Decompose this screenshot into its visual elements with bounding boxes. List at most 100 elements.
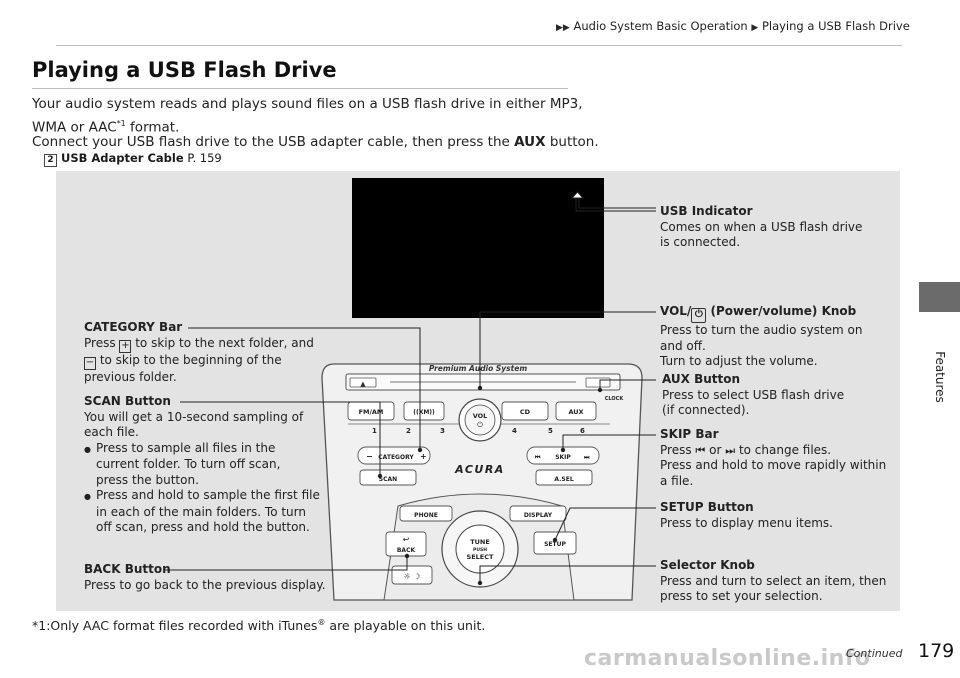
intro-line-2-tail: format.: [125, 119, 180, 136]
registered-mark: ®: [317, 618, 326, 627]
breadcrumb-page: Playing a USB Flash Drive: [761, 19, 910, 33]
footnote-suffix: are playable on this unit.: [325, 618, 486, 634]
breadcrumb-section[interactable]: Audio System Basic Operation: [573, 19, 748, 33]
xm-button: ((XM)): [413, 409, 435, 416]
scan-bullet-1-line-1: Press to sample all files in the: [96, 440, 276, 455]
preset-5: 5: [548, 427, 553, 435]
vol-knob-text-3: Turn to adjust the volume.: [660, 354, 818, 368]
page-title: Playing a USB Flash Drive: [32, 58, 337, 82]
intro-line-3-tail: button.: [545, 134, 599, 150]
vol-knob-text-1: Press to turn the audio system on: [660, 323, 863, 337]
svg-text:+: +: [420, 452, 427, 461]
usb-indicator-text-2: is connected.: [660, 235, 741, 249]
power-icon: ⏻: [691, 308, 707, 323]
aux-panel-button: AUX: [568, 408, 583, 416]
page-number: 179: [918, 640, 955, 662]
aux-button-text-2: (if connected).: [662, 403, 750, 417]
scan-bullet-1-line-3: press the button.: [96, 472, 199, 487]
preset-1: 1: [372, 427, 377, 435]
usb-indicator-heading: USB Indicator: [660, 204, 753, 218]
phone-button-graphic: PHONE: [414, 512, 438, 519]
category-bar-text-1a: Press: [84, 335, 120, 350]
category-bar-text-1: Press + to skip to the next folder, and: [84, 336, 314, 353]
setup-button-graphic: SETUP: [544, 541, 566, 548]
preset-4: 4: [512, 427, 517, 435]
category-bar: CATEGORY: [378, 454, 414, 461]
vol-knob-text-2: and off.: [660, 338, 706, 353]
footnote-prefix: *1:Only AAC format files recorded with i…: [32, 618, 318, 634]
vol-knob-heading: VOL/⏻ (Power/volume) Knob: [660, 304, 862, 323]
skip-bar: SKIP: [555, 454, 571, 461]
xref-icon: 2: [44, 154, 57, 167]
intro-line-1: Your audio system reads and plays sound …: [32, 96, 583, 112]
scan-bullet-2-line-1: Press and hold to sample the first file: [96, 488, 320, 502]
svg-text:⏭: ⏭: [584, 454, 590, 461]
category-bar-text-2: − to skip to the beginning of the: [84, 353, 314, 370]
watermark: carmanualsonline.info: [584, 646, 871, 671]
aux-button-heading: AUX Button: [662, 372, 741, 386]
skip-bar-text-3: a file.: [660, 473, 694, 488]
preset-6: 6: [580, 427, 585, 435]
panel-logo: ACURA: [454, 463, 505, 476]
category-bar-text-3: previous folder.: [84, 369, 177, 384]
aux-button-text-1: Press to select USB flash drive: [662, 387, 845, 402]
svg-text:↩: ↩: [403, 535, 410, 544]
callout-scan-button: SCAN Button You will get a 10-second sam…: [84, 394, 320, 536]
back-button-graphic: BACK: [397, 547, 416, 554]
header-divider: [56, 45, 902, 46]
selector-knob-text-2: press to set your selection.: [660, 589, 823, 603]
breadcrumb-arrow-icon: ▶▶: [556, 23, 570, 33]
svg-text:▲: ▲: [360, 380, 366, 388]
footnote-ref: *1: [116, 119, 126, 128]
skip-bar-text-1: Press ⏮ or ⏭ to change files.: [660, 443, 886, 459]
intro-line-3-text: Connect your USB flash drive to the USB …: [32, 134, 515, 150]
callout-setup-button: SETUP Button Press to display menu items…: [660, 500, 833, 531]
back-button-heading: BACK Button: [84, 562, 171, 576]
skip-forward-icon: ⏭: [725, 443, 736, 457]
category-bar-text-1b: to skip to the next folder, and: [131, 335, 314, 350]
skip-bar-text-1a: Press: [660, 442, 696, 457]
skip-bar-text-2: Press and hold to move rapidly within: [660, 458, 887, 472]
preset-3: 3: [440, 427, 445, 435]
aux-keyword: AUX: [514, 134, 546, 150]
callout-vol-knob: VOL/⏻ (Power/volume) Knob Press to turn …: [660, 304, 862, 370]
plus-icon: +: [119, 339, 132, 353]
footnote: *1:Only AAC format files recorded with i…: [32, 618, 485, 633]
scan-button-graphic: SCAN: [379, 476, 397, 483]
scan-button-text-2: each file.: [84, 425, 139, 439]
fm-am-button: FM/AM: [359, 408, 384, 416]
callout-back-button: BACK Button Press to go back to the prev…: [84, 562, 326, 593]
scan-bullet-1: ● Press to sample all files in the: [84, 441, 320, 458]
display-button-graphic: DISPLAY: [524, 512, 553, 519]
category-bar-text-2b: to skip to the beginning of the: [96, 352, 282, 367]
category-bar-heading: CATEGORY Bar: [84, 320, 183, 334]
tune-label: TUNE: [470, 538, 490, 546]
asel-button-graphic: A.SEL: [554, 476, 573, 483]
skip-bar-text-1c: to change files.: [735, 442, 832, 457]
section-tab-marker: [919, 282, 960, 312]
clock-label: CLOCK: [605, 396, 625, 402]
bullet-icon: ●: [84, 492, 91, 501]
selector-knob-heading: Selector Knob: [660, 558, 755, 572]
callout-usb-indicator: USB Indicator Comes on when a USB flash …: [660, 204, 862, 251]
xref-page: P. 159: [183, 151, 222, 165]
callout-aux-button: AUX Button Press to select USB flash dri…: [662, 372, 844, 419]
intro-line-3: Connect your USB flash drive to the USB …: [32, 132, 599, 152]
skip-back-icon: ⏮: [695, 443, 706, 457]
back-button-text-1: Press to go back to the previous display…: [84, 577, 326, 592]
minus-icon: −: [84, 356, 96, 370]
panel-brand: Premium Audio System: [429, 364, 527, 373]
push-label: PUSH: [473, 547, 487, 553]
scan-bullet-1-line-2: current folder. To turn off scan,: [96, 457, 281, 471]
preset-2: 2: [406, 427, 411, 435]
usb-indicator-text-1: Comes on when a USB flash drive: [660, 219, 863, 234]
bullet-icon: ●: [84, 444, 91, 454]
svg-text:−: −: [366, 452, 373, 461]
intro-line-2-text: WMA or AAC: [32, 119, 117, 136]
display-screen: [352, 178, 604, 318]
callout-skip-bar: SKIP Bar Press ⏮ or ⏭ to change files. P…: [660, 427, 886, 489]
selector-knob-text-1: Press and turn to select an item, then: [660, 573, 887, 588]
scan-button-text-1: You will get a 10-second sampling of: [84, 409, 304, 424]
title-divider: [32, 88, 568, 89]
